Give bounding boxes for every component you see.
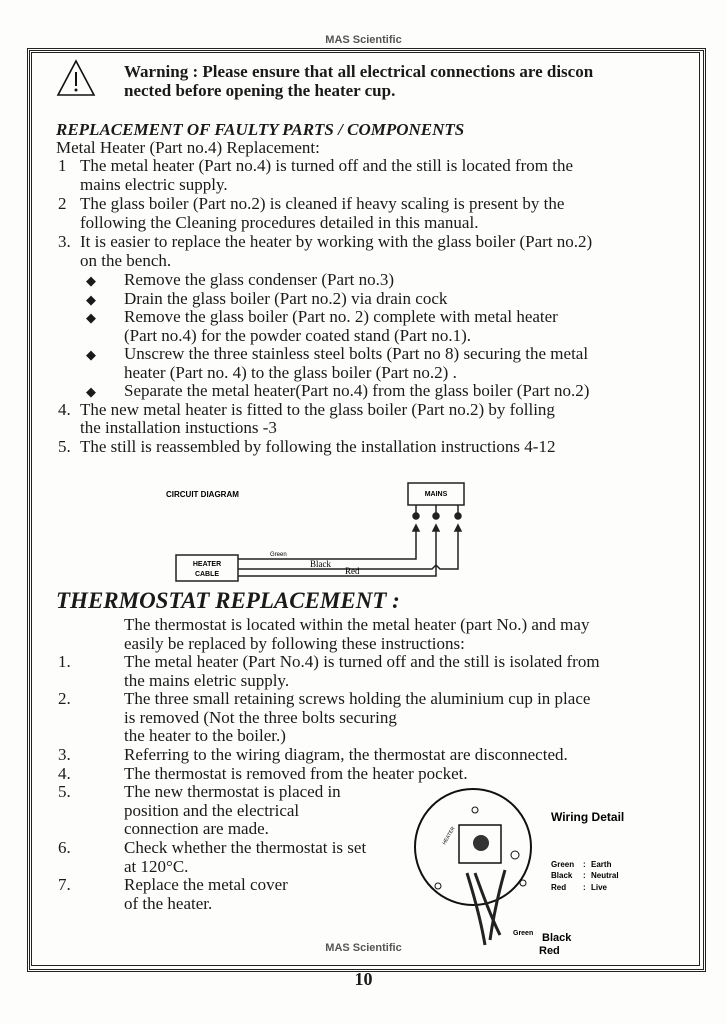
item-number: 5. [58,782,71,802]
item-number: 2 [58,194,67,213]
item-number: 2. [58,689,71,709]
svg-text::: : [583,883,586,892]
bullet-text: (Part no.4) for the powder coated stand … [124,325,471,345]
item-number: 1. [58,652,71,671]
circuit-title: CIRCUIT DIAGRAM [166,490,239,499]
legend-meaning: Earth [591,860,612,869]
page-number: 10 [354,969,373,989]
item-text: The new thermostat is placed in [124,782,341,802]
item-text: The new metal heater is fitted to the gl… [80,399,555,419]
wire-black-label: Black [310,559,331,569]
wire-green-label: Green [513,930,533,937]
item-number: 3. [58,232,71,251]
item-text: the heater to the boiler.) [124,726,286,746]
warning-icon [56,59,96,96]
svg-text::: : [583,871,586,880]
item-number: 3. [58,745,71,764]
item-text: following the Cleaning procedures detail… [80,212,479,232]
page-border [27,48,706,972]
page-header: MAS Scientific [325,34,402,46]
wire-red-label: Red [345,566,360,576]
warning-line: nected before opening the heater cup. [124,81,396,100]
subheading: Metal Heater (Part no.4) Replacement: [56,138,320,157]
item-text: connection are made. [124,819,269,839]
item-text: The thermostat is removed from the heate… [124,763,468,783]
legend-meaning: Live [591,883,608,892]
bullet-icon: ◆ [86,273,96,288]
bullet-icon: ◆ [86,291,96,307]
wire-green-label: Green [270,552,287,558]
legend-meaning: Neutral [591,871,619,880]
item-number: 1 [58,156,67,175]
item-number: 4. [58,399,71,419]
wire-black-label: Black [542,932,572,944]
heater-label: HEATER [442,825,457,846]
item-text: position and the electrical [124,800,300,820]
item-number: 7. [58,875,71,895]
item-text: on the bench. [80,250,172,270]
page-footer: MAS Scientific [325,942,402,954]
item-number: 6. [58,838,71,857]
bullet-icon: ◆ [86,310,96,325]
wiring-detail-title: Wiring Detail [551,810,624,824]
svg-text::: : [583,860,586,869]
bullet-text: Separate the metal heater(Part no.4) fro… [124,381,590,400]
wire-red-label: Red [539,945,560,957]
section-heading: REPLACEMENT OF FAULTY PARTS / COMPONENTS [56,120,465,139]
item-text: The glass boiler (Part no.2) is cleaned … [80,194,565,213]
item-text: The three small retaining screws holding… [124,689,591,709]
item-text: The metal heater (Part No.4) is turned o… [124,652,600,671]
heater-label: HEATER [193,561,221,568]
bullet-icon: ◆ [86,384,96,399]
intro-text: The thermostat is located within the met… [124,615,590,634]
item-text: is removed (Not the three bolts securing [124,707,397,727]
item-text: Referring to the wiring diagram, the the… [124,745,568,764]
legend-color: Green [551,860,574,869]
intro-text: easily be replaced by following these in… [124,633,465,653]
bullet-text: Remove the glass boiler (Part no. 2) com… [124,307,558,326]
item-text: The metal heater (Part no.4) is turned o… [80,156,574,175]
legend-color: Black [551,871,573,880]
item-text: the mains eletric supply. [124,670,290,690]
item-text: Check whether the thermostat is set [124,838,367,857]
bullet-text: Unscrew the three stainless steel bolts … [124,344,589,363]
circuit-diagram: CIRCUIT DIAGRAM MAINS HEATER CABLE Green… [166,482,465,582]
bullet-icon: ◆ [86,347,96,362]
page-border-inner [31,52,700,966]
item-text: of the heater. [124,893,213,913]
bullet-text: Remove the glass condenser (Part no.3) [124,270,395,289]
wiring-detail-diagram: HEATER Green Black Red Wiring Detail Gre… [414,788,624,957]
mains-label: MAINS [425,491,448,498]
item-text: Replace the metal cover [124,875,288,895]
warning-line: Warning : Please ensure that all electri… [124,62,594,81]
bullet-text: Drain the glass boiler (Part no.2) via d… [124,288,448,308]
section-heading: THERMOSTAT REPLACEMENT : [56,588,400,613]
item-text: It is easier to replace the heater by wo… [80,232,593,251]
legend-color: Red [551,883,566,892]
item-text: The still is reassembled by following th… [80,436,556,456]
item-text: the installation instuctions -3 [80,418,277,437]
item-number: 4. [58,763,71,783]
cable-label: CABLE [195,571,219,578]
item-text: at 120°C. [124,856,189,876]
item-number: 5. [58,436,71,456]
bullet-text: heater (Part no. 4) to the glass boiler … [124,362,457,382]
item-text: mains electric supply. [80,174,228,194]
